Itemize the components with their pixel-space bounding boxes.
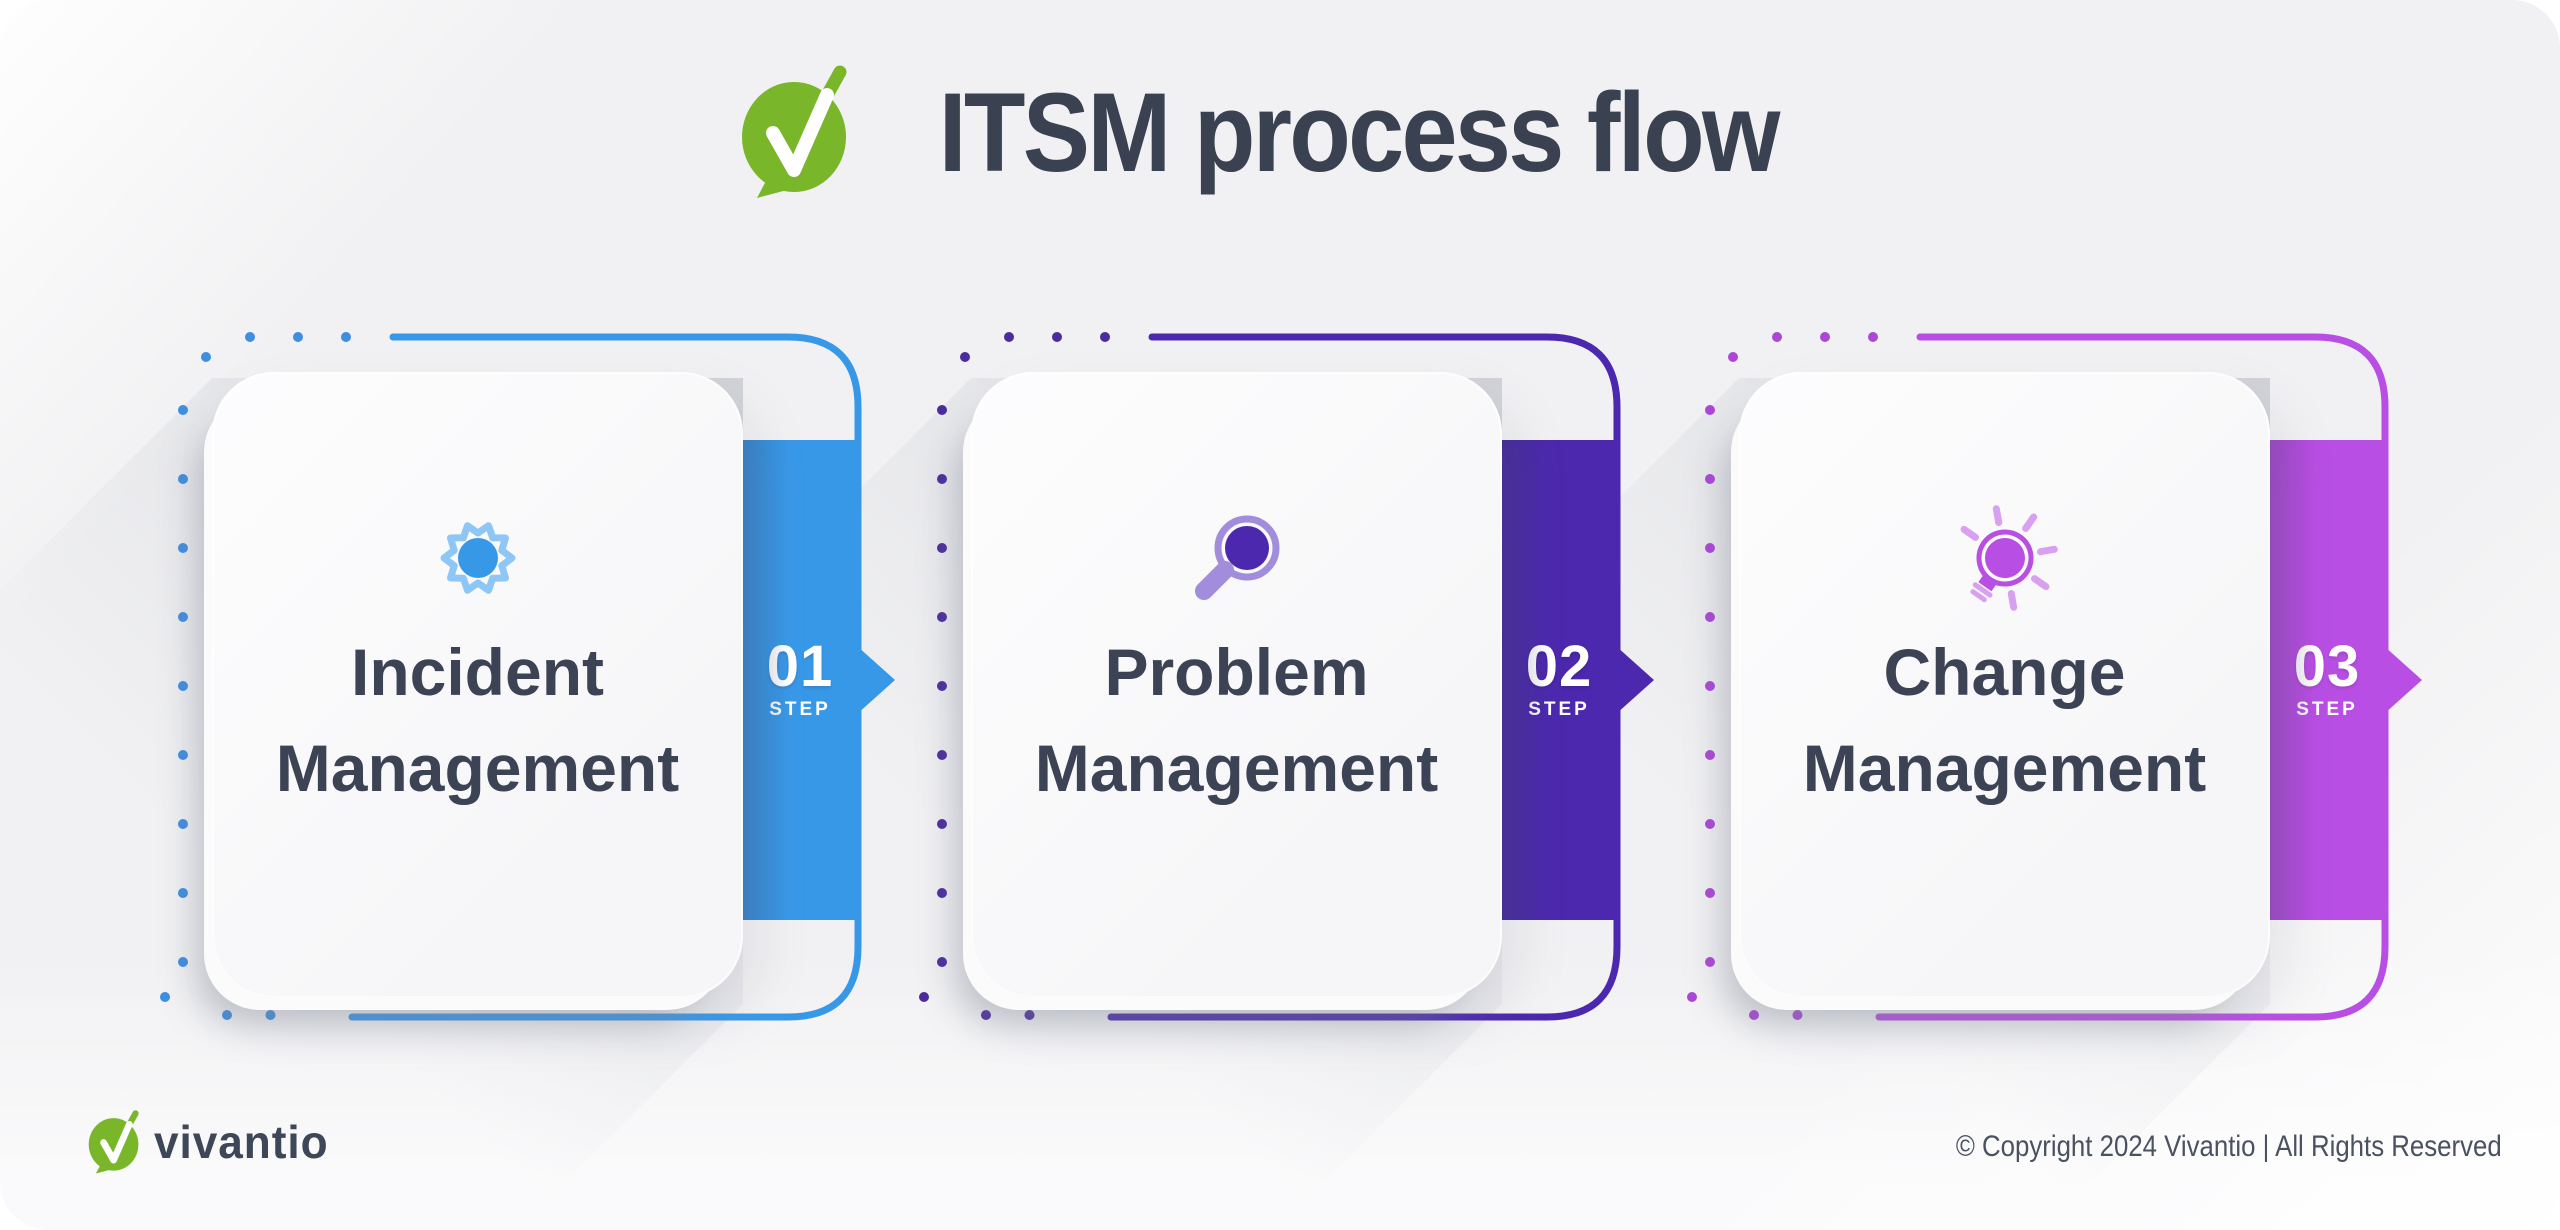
step-label: STEP [2296,699,2358,721]
step-title: Incident Management [276,624,679,816]
step-number: 03 [2293,634,2361,700]
step-number: 01 [766,634,834,700]
step-title: Change Management [1803,624,2206,816]
magnifier-icon [1194,515,1279,600]
step-group-problem: Problem Management 02 STEP [721,320,1679,1230]
footer-brand: vivantio [86,1110,336,1174]
gear-icon [440,522,515,594]
vivantio-logo-icon-small [86,1110,144,1174]
step-title-line2: Management [275,731,680,805]
step-label: STEP [769,699,831,721]
step-title-line1: Problem [1104,635,1369,709]
step-group-incident: Incident Management 01 STEP [0,320,920,1230]
step-group-change: Change Management 03 STEP [1489,320,2447,1230]
lightbulb-icon [1960,505,2058,611]
step-label: STEP [1528,699,1590,721]
vivantio-logo-icon [736,65,858,199]
step-banner: 03 STEP [2270,440,2422,920]
step-title-line2: Management [1034,731,1439,805]
step-card: Incident Management [212,372,743,998]
step-card: Problem Management [971,372,1502,998]
step-card: Change Management [1739,372,2270,998]
step-title: Problem Management [1035,624,1438,816]
step-banner: 01 STEP [743,440,895,920]
step-title-line1: Change [1883,635,2126,709]
brand-wordmark: vivantio [154,1116,329,1168]
page-title: ITSM process flow [938,69,1780,195]
header: ITSM process flow [0,52,2560,212]
step-banner: 02 STEP [1502,440,1654,920]
step-title-line2: Management [1802,731,2207,805]
step-number: 02 [1525,634,1593,700]
copyright-text: © Copyright 2024 Vivantio | All Rights R… [1956,1130,2502,1163]
step-title-line1: Incident [350,635,604,709]
